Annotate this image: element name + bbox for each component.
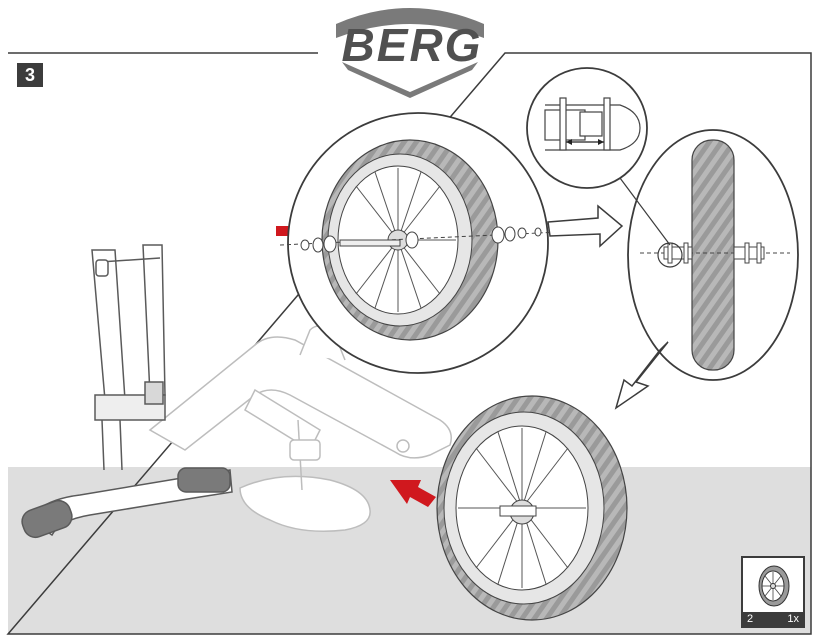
detail-circle-axle [526, 67, 671, 246]
brand-logo: BERG [341, 19, 483, 71]
detail-circle-wheel [279, 112, 561, 374]
step-number-badge: 3 [17, 63, 43, 87]
berg-logo-shield [336, 8, 484, 98]
outline-arrow-down [614, 341, 669, 410]
outline-arrow-right [547, 204, 624, 248]
bike-frame [148, 325, 452, 532]
parts-footer: 2 1x [743, 612, 803, 626]
part-quantity: 1x [787, 613, 799, 625]
part-number: 2 [747, 613, 754, 625]
parts-box: 2 1x [741, 556, 805, 628]
detail-circle-side [627, 129, 799, 381]
wheel-icon [758, 565, 790, 607]
front-fork-handlebar [21, 244, 233, 539]
installed-wheel [436, 395, 628, 621]
red-arrow-install [390, 480, 436, 507]
